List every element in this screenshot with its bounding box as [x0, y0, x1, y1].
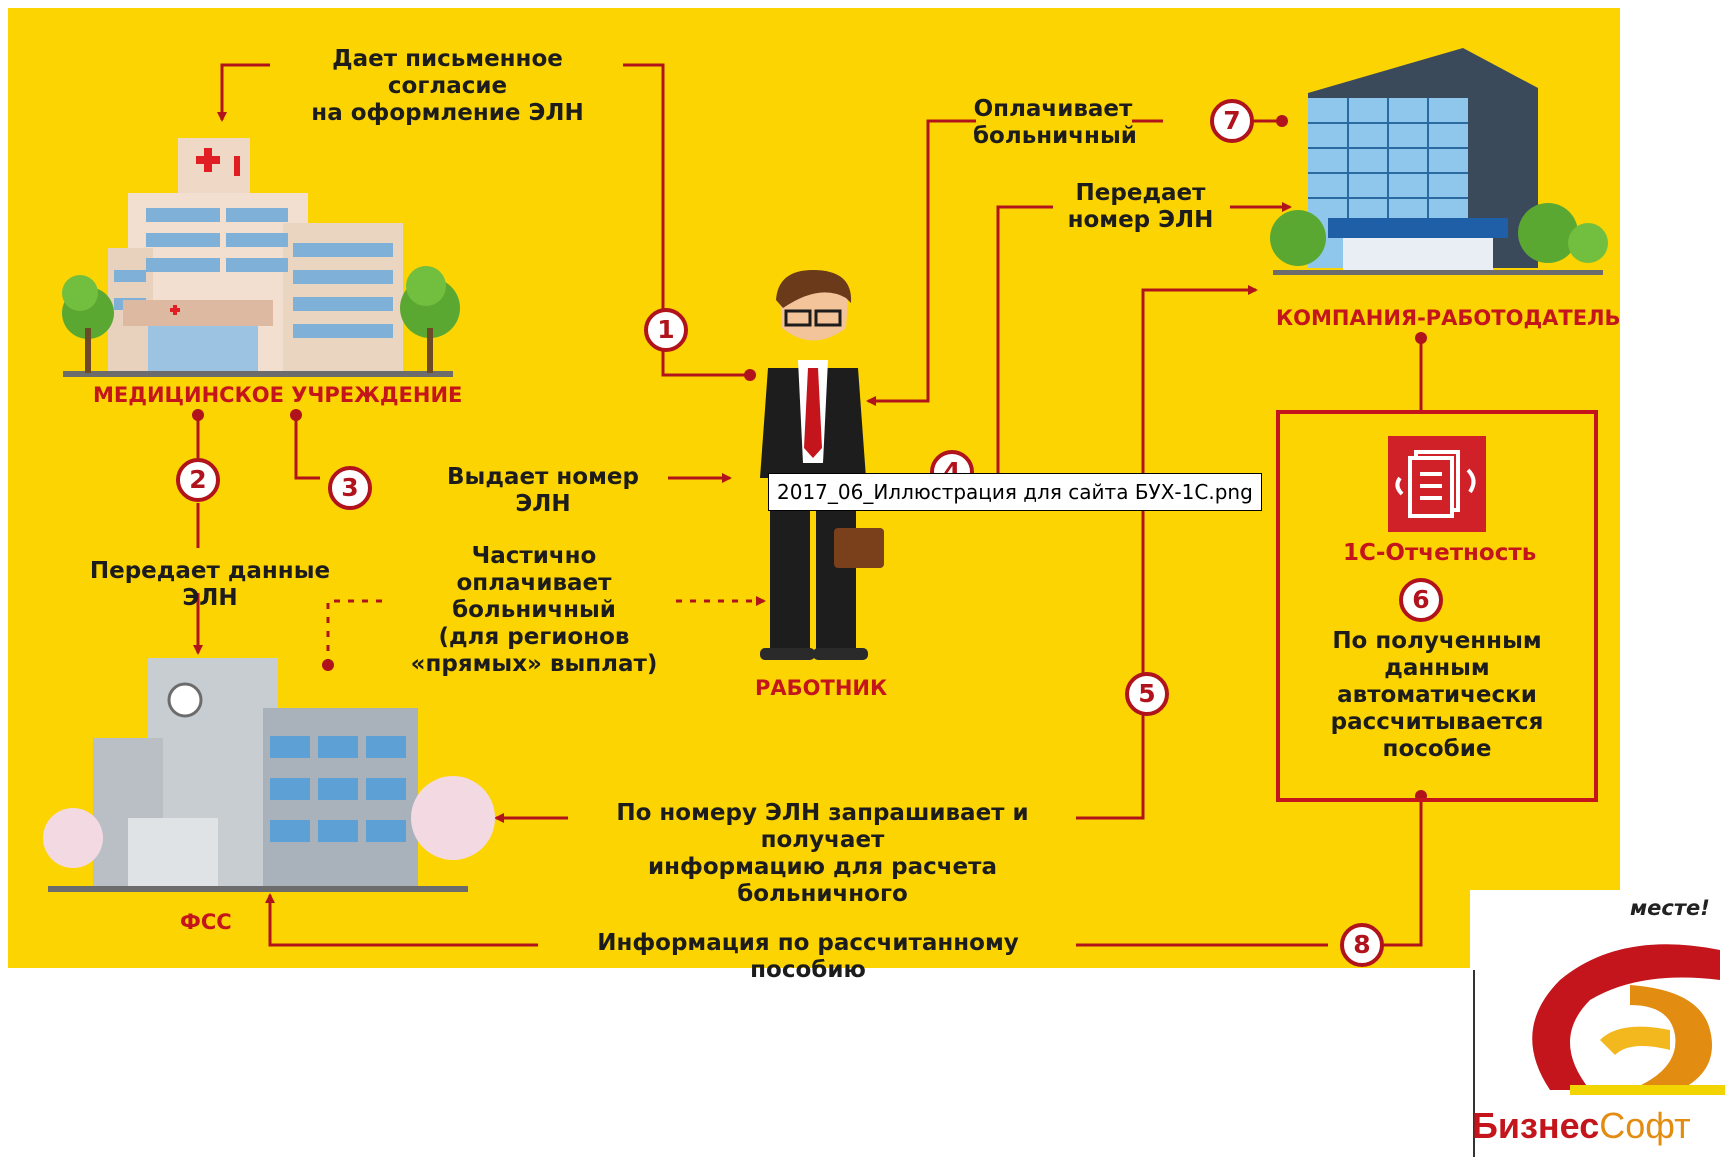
- step-7-label: Оплачивает больничный: [973, 96, 1137, 149]
- step-3-badge: 3: [328, 466, 372, 510]
- report-document-icon: [1388, 436, 1486, 532]
- step-4-label: Передает номер ЭЛН: [1067, 180, 1214, 233]
- logo-wordmark: БизнесСофт: [1472, 1106, 1691, 1146]
- step-3-label: Выдает номер ЭЛН: [447, 464, 639, 517]
- hospital-illustration: [62, 138, 460, 377]
- logo-wordmark-part2: Софт: [1599, 1105, 1691, 1146]
- step-1-badge: 1: [644, 308, 688, 352]
- step-6-label: По полученным данным автоматически рассч…: [1330, 628, 1544, 762]
- reporting-service-name: 1С-Отчетность: [1343, 540, 1537, 566]
- fss-partial-payment-label: Частично оплачивает больничный (для реги…: [410, 543, 658, 677]
- worker-title: РАБОТНИК: [755, 676, 888, 700]
- step-2-badge: 2: [176, 458, 220, 502]
- step-1-label: Дает письменное согласие на оформление Э…: [311, 46, 584, 126]
- worker-illustration: [760, 270, 884, 660]
- step-2-label: Передает данные ЭЛН: [89, 558, 331, 611]
- diagram-panel: МЕДИЦИНСКОЕ УЧРЕЖДЕНИЕ РАБОТНИК КОМПАНИЯ…: [8, 8, 1621, 983]
- filename-tooltip: 2017_06_Иллюстрация для сайта БУХ-1С.png: [768, 473, 1262, 511]
- medical-institution-title: МЕДИЦИНСКОЕ УЧРЕЖДЕНИЕ: [93, 383, 463, 407]
- step-7-badge: 7: [1210, 99, 1254, 143]
- step-5-label: По номеру ЭЛН запрашивает и получает инф…: [616, 800, 1029, 907]
- reporting-service-box: [1276, 410, 1598, 802]
- employer-title: КОМПАНИЯ-РАБОТОДАТЕЛЬ: [1276, 306, 1621, 330]
- logo-wordmark-part1: Бизнес: [1472, 1105, 1600, 1146]
- logo-tagline: месте!: [1630, 896, 1710, 920]
- flow-connectors: [43, 48, 1608, 947]
- fss-title: ФСС: [180, 910, 232, 934]
- step-8-badge: 8: [1340, 923, 1384, 967]
- step-5-badge: 5: [1125, 672, 1169, 716]
- employer-building-illustration: [1270, 48, 1608, 275]
- fss-building-illustration: [43, 658, 495, 892]
- step-6-badge: 6: [1399, 578, 1443, 622]
- company-logo: [1470, 890, 1725, 1157]
- step-8-label: Информация по рассчитанному пособию: [597, 930, 1019, 983]
